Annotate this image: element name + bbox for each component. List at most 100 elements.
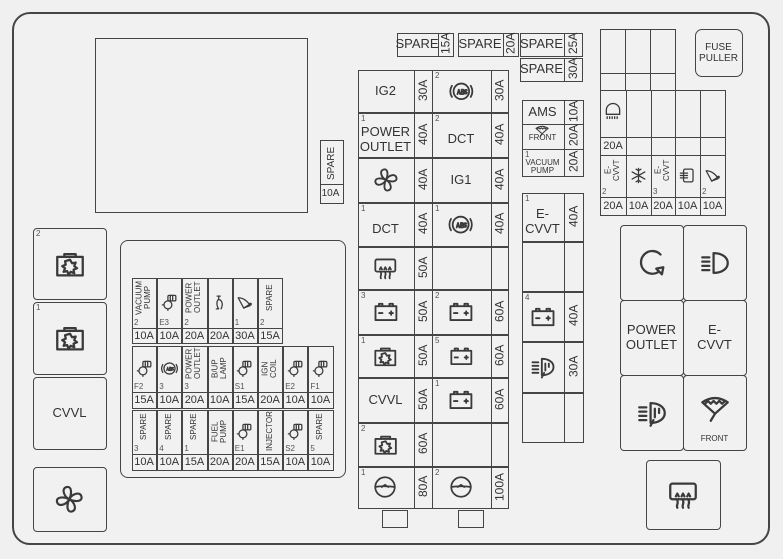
fuse-amp: 20A [565, 150, 580, 172]
fuse-position-number: 2 [361, 424, 366, 433]
center-fuse-right[interactable] [432, 246, 509, 290]
tail-lamp-fuse[interactable]: 20A [599, 90, 627, 156]
fuse-position-number: F2 [134, 382, 144, 391]
fuse-label: SPARE [519, 61, 564, 77]
fuse-amp: 40A [415, 212, 430, 234]
fuse-amp: 25A [565, 32, 580, 54]
relay-rear-defrost[interactable] [646, 460, 721, 530]
fuse-amp: 10A [134, 329, 154, 342]
connector-tab [382, 510, 408, 528]
relay-left-1[interactable]: 2 [33, 228, 107, 300]
mid-fuse-b[interactable] [522, 241, 584, 292]
fuse-amp-area: 30A [232, 327, 258, 344]
fuse-amp-area: 20A [181, 391, 208, 409]
fuse-amp-area: 40A [563, 291, 584, 342]
fuse-puller[interactable]: FUSE PULLER [695, 29, 743, 77]
relay-right-3[interactable]: POWER OUTLET [620, 300, 684, 376]
center-fuse-left[interactable]: 50A [358, 246, 433, 290]
fuse-label: VACUUM PUMP [134, 280, 153, 315]
fuse-position-number: 3 [653, 187, 658, 196]
fuse-divider [599, 137, 627, 138]
relay-right-4[interactable]: E- CVVT [683, 300, 747, 376]
relay-left-4[interactable] [33, 467, 107, 532]
center-fuse-left[interactable]: 40A [358, 157, 433, 203]
fuse-position-number: 4 [525, 293, 530, 302]
fuse-position-number: 2 [435, 291, 440, 300]
mini-fuse[interactable]: 10A [625, 155, 652, 216]
relay-left-2[interactable]: 1 [33, 302, 107, 375]
fuse-amp-area: 20A [650, 196, 676, 216]
fuse-amp-area: 20A [207, 453, 233, 471]
fuse-label: POWER OUTLET [625, 322, 678, 352]
engine-sensor-icon [286, 422, 305, 441]
relay-right-6[interactable]: FRONT [683, 375, 747, 451]
mid-fuse-b[interactable]: 30A [522, 341, 584, 393]
relay-left-3[interactable]: CVVL [33, 377, 107, 450]
mini-fuse[interactable]: 10A [674, 155, 701, 216]
fuse-amp-area: 15A [131, 391, 157, 409]
mini-fuse[interactable]: 20A [207, 278, 233, 344]
relay-right-5[interactable] [620, 375, 684, 451]
relay-right-1[interactable] [620, 225, 684, 301]
relay-right-2[interactable] [683, 225, 747, 301]
fuse-amp: 15A [260, 329, 280, 342]
empty-slot [650, 90, 676, 156]
fuse-label-area: S2 [284, 411, 309, 455]
battery-icon [448, 343, 475, 370]
center-fuse-right[interactable] [432, 422, 509, 467]
mid-fuse-b[interactable]: 4 40A [522, 291, 584, 342]
mid-fuse-b[interactable] [522, 392, 584, 443]
